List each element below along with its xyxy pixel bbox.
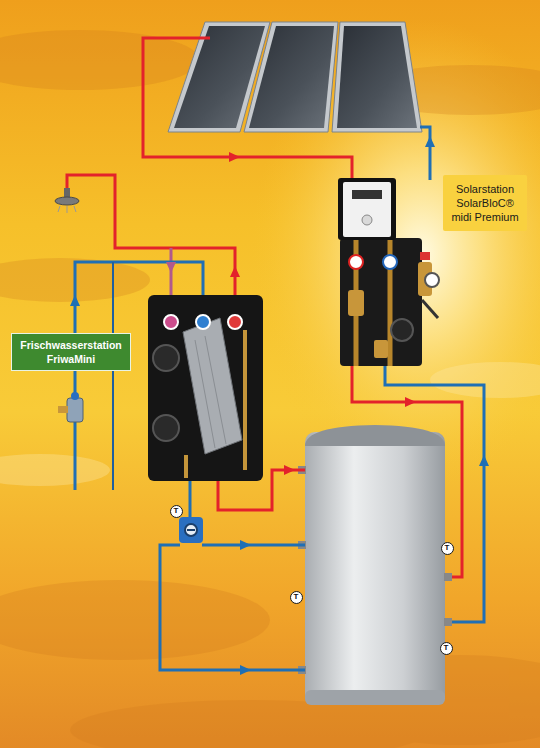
flow-arrow: [240, 665, 251, 675]
fresh-water-station: [183, 318, 242, 454]
mixing-valve: [187, 529, 195, 531]
solar-collector: [332, 22, 422, 132]
flow-arrow: [70, 262, 295, 675]
shower-head: [74, 206, 76, 212]
solar-collector: [337, 26, 417, 128]
inlet-valve: [71, 392, 79, 400]
mixing-valve: [179, 517, 203, 543]
solar-collector: [244, 22, 338, 132]
sensor-circle: T: [170, 505, 183, 518]
fresh-water-station: [184, 455, 188, 478]
fresh-water-station: [148, 295, 263, 481]
flow-arrow: [240, 540, 251, 550]
flow-pipe: [67, 175, 235, 315]
sensor-letter: T: [174, 506, 179, 516]
flow-pipe: [160, 545, 305, 670]
fresh-water-station: [153, 415, 179, 441]
fresh-water-station: [153, 345, 179, 371]
cloud-highlight: [0, 454, 110, 486]
shower-head: [55, 197, 79, 205]
solar-station: [425, 273, 439, 287]
solar-station: [343, 182, 391, 237]
fresh-water-station: [196, 315, 210, 329]
solar-station: [349, 255, 363, 269]
label-text: Solarstation SolarBloC® midi Premium: [450, 182, 520, 224]
flow-pipe: [67, 175, 305, 670]
sensor-circle: T: [441, 542, 454, 555]
flow-pipe: [143, 38, 352, 180]
solar-collector: [249, 26, 334, 128]
cloud-shape: [0, 30, 540, 748]
label-box: Frischwasserstation FriwaMini: [11, 333, 131, 371]
sensor-circle: T: [440, 642, 453, 655]
flow-pipe: [189, 478, 192, 518]
flow-arrow: [230, 266, 240, 277]
solar-station: [383, 255, 397, 269]
solar-station: [340, 238, 422, 366]
fresh-water-station: [148, 295, 263, 481]
sensor-circle: T: [290, 591, 303, 604]
flow-pipe: [202, 544, 305, 547]
storage-tank: [305, 432, 445, 705]
shower-head: [55, 188, 79, 213]
sensor-letter: T: [444, 643, 449, 653]
mixing-valve: [179, 517, 203, 543]
flow-arrow: [479, 455, 489, 466]
inlet-valve: [58, 406, 68, 413]
storage-tank: [444, 573, 452, 581]
storage-tank: [444, 618, 452, 626]
solar-station: [362, 215, 372, 225]
mixing-valve: [185, 524, 197, 536]
flow-arrow: [70, 295, 80, 306]
flow-arrow: [284, 465, 295, 475]
cloud-highlight: [0, 362, 540, 486]
flow-arrow: [229, 152, 240, 162]
fresh-water-station: [243, 330, 247, 470]
shower-head: [58, 206, 60, 212]
fresh-water-station: [164, 315, 178, 329]
cloud-shape: [70, 700, 430, 748]
storage-tank: [298, 425, 452, 705]
solar-station: [338, 178, 439, 366]
sensor-letter: T: [294, 592, 299, 602]
solar-station: [420, 252, 430, 260]
flow-arrow: [405, 397, 416, 407]
label-text: Frischwasserstation FriwaMini: [15, 338, 127, 366]
inlet-valve: [67, 398, 83, 422]
solar-station: [338, 178, 396, 240]
solar-station: [352, 190, 382, 199]
fresh-water-station: [228, 315, 242, 329]
inlet-valve: [58, 392, 83, 422]
flow-pipe: [420, 127, 430, 180]
flow-pipe: [112, 262, 114, 490]
shower-head: [67, 206, 68, 213]
solar-station: [422, 300, 438, 318]
solar-station: [391, 319, 413, 341]
flow-arrow: [425, 136, 435, 147]
fresh-water-station: [205, 336, 226, 444]
fresh-water-station: [195, 340, 215, 448]
cloud-shape: [0, 580, 270, 660]
storage-tank: [305, 690, 445, 705]
sensor-letter: T: [445, 543, 450, 553]
solar-station: [348, 290, 364, 316]
solar-station: [374, 340, 388, 358]
label-box: Solarstation SolarBloC® midi Premium: [443, 175, 527, 231]
storage-tank: [305, 425, 445, 446]
flow-arrow: [166, 262, 176, 273]
